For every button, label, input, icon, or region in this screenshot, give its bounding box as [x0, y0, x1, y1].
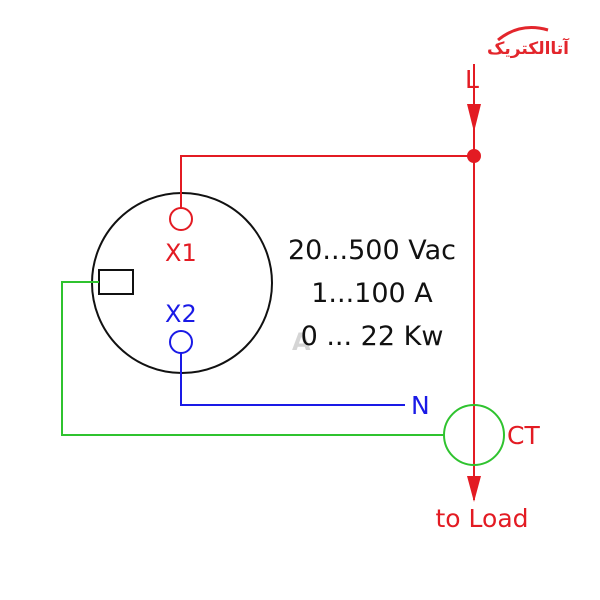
neutral-wire: [180, 353, 405, 406]
logo-text: آتاالکتریک: [487, 37, 570, 59]
line-arrow-down-icon: [467, 104, 481, 132]
logo-swoosh-icon: [497, 26, 549, 42]
line-label: L: [465, 65, 479, 94]
watermark-logo: A: [292, 328, 311, 356]
spec-current: 1...100 A: [311, 278, 433, 309]
terminal-x2-label: X2: [165, 300, 197, 328]
ct-label: CT: [507, 421, 540, 450]
spec-power: 0 ... 22 Kw: [301, 321, 444, 352]
ct-wire: [61, 281, 444, 436]
line-junction-dot: [467, 149, 481, 163]
terminal-x1-label: X1: [165, 239, 197, 267]
current-transformer: [443, 404, 505, 466]
neutral-label: N: [411, 391, 430, 420]
terminal-x2: [169, 330, 193, 354]
brand-logo: آتاالکتریک: [487, 26, 570, 59]
load-arrow-down-icon: [467, 476, 481, 502]
load-label: to Load: [435, 504, 528, 533]
meter-ct-port: [98, 269, 134, 295]
spec-voltage: 20...500 Vac: [288, 235, 456, 266]
x1-wire: [180, 155, 474, 208]
terminal-x1: [169, 207, 193, 231]
